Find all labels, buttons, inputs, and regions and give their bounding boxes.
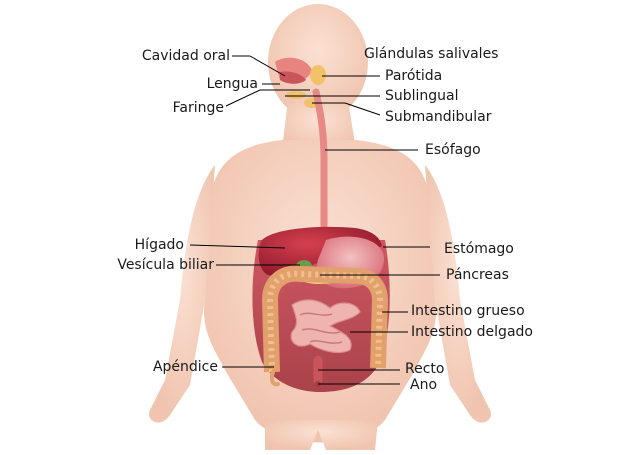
- label-intestino-grueso: Intestino grueso: [411, 303, 525, 319]
- label-ano: Ano: [410, 377, 438, 393]
- label-lengua: Lengua: [206, 76, 258, 92]
- label-estomago: Estómago: [444, 241, 514, 257]
- label-cavidad-oral: Cavidad oral: [141, 48, 230, 64]
- leader-faringe: [225, 89, 261, 107]
- label-faringe: Faringe: [172, 100, 224, 116]
- label-apendice: Apéndice: [152, 359, 218, 375]
- tongue: [280, 71, 306, 84]
- label-submandibular: Submandibular: [385, 109, 492, 125]
- appendix: [269, 368, 280, 387]
- label-recto: Recto: [405, 361, 445, 377]
- sublingual-gland: [286, 91, 306, 99]
- label-vesicula-biliar: Vesícula biliar: [117, 257, 214, 273]
- label-esofago: Esófago: [425, 142, 481, 158]
- parotid-gland: [310, 65, 326, 85]
- oral-cavity: [275, 57, 312, 84]
- label-sublingual: Sublingual: [385, 88, 459, 104]
- small-intestine: [290, 299, 361, 354]
- label-parotida: Parótida: [385, 68, 443, 84]
- label-pancreas: Páncreas: [446, 267, 509, 283]
- leader-higado: [189, 244, 286, 249]
- label-higado: Hígado: [134, 237, 184, 253]
- label-glandulas-salivales: Glándulas salivales: [364, 46, 499, 62]
- leader-lines: [189, 55, 440, 385]
- label-intestino-delgado: Intestino delgado: [411, 324, 533, 340]
